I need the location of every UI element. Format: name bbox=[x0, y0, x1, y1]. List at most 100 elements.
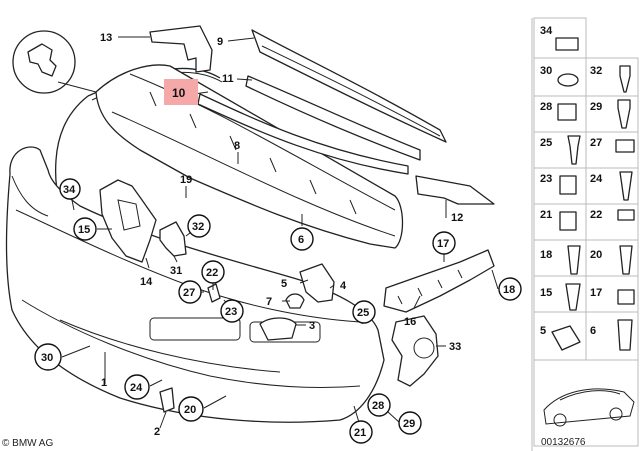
index-6: 6 bbox=[590, 325, 596, 337]
copyright-label: © BMW AG bbox=[2, 438, 53, 449]
callout-29: 29 bbox=[398, 411, 422, 435]
index-6-part bbox=[617, 319, 633, 351]
svg-text:15: 15 bbox=[78, 224, 90, 236]
callout-3: 3 bbox=[309, 320, 315, 332]
callout-32: 32 bbox=[187, 214, 211, 238]
callout-10: 10 bbox=[172, 86, 186, 100]
index-29-part bbox=[617, 99, 631, 129]
index-18: 18 bbox=[540, 249, 552, 261]
svg-text:23: 23 bbox=[225, 306, 237, 318]
callout-13: 13 bbox=[100, 32, 112, 44]
callout-27: 27 bbox=[178, 280, 202, 304]
svg-text:29: 29 bbox=[403, 418, 415, 430]
seal-detail-inset bbox=[12, 30, 97, 94]
callout-28: 28 bbox=[367, 393, 391, 417]
index-27-part bbox=[615, 139, 635, 153]
callout-33: 33 bbox=[449, 341, 461, 353]
svg-text:30: 30 bbox=[41, 352, 53, 364]
svg-text:20: 20 bbox=[184, 404, 196, 416]
clip-13 bbox=[149, 25, 213, 73]
callout-1: 1 bbox=[101, 377, 107, 389]
callout-25: 25 bbox=[352, 300, 376, 324]
carrier-rails bbox=[197, 29, 447, 175]
callout-30: 30 bbox=[34, 343, 62, 371]
callout-23: 23 bbox=[220, 299, 244, 323]
svg-text:17: 17 bbox=[437, 238, 449, 250]
index-28: 28 bbox=[540, 101, 552, 113]
index-22-part bbox=[617, 209, 635, 221]
callout-34: 34 bbox=[59, 178, 81, 200]
svg-text:21: 21 bbox=[354, 427, 366, 439]
index-28-part bbox=[557, 103, 577, 121]
callout-5: 5 bbox=[281, 278, 287, 290]
index-32: 32 bbox=[590, 65, 602, 77]
hardware-index: 34 30 32 28 29 25 27 23 24 21 bbox=[531, 17, 639, 451]
callout-14: 14 bbox=[140, 276, 153, 288]
callout-18: 18 bbox=[498, 277, 522, 301]
index-20-part bbox=[619, 245, 633, 275]
svg-text:25: 25 bbox=[357, 307, 369, 319]
callout-22: 22 bbox=[201, 260, 225, 284]
svg-text:27: 27 bbox=[183, 287, 195, 299]
energy-absorber bbox=[95, 64, 404, 249]
index-18-part bbox=[567, 245, 581, 275]
svg-text:6: 6 bbox=[298, 234, 304, 246]
index-21: 21 bbox=[540, 209, 552, 221]
callout-9: 9 bbox=[217, 36, 223, 48]
callout-19: 19 bbox=[180, 174, 192, 186]
index-24-part bbox=[619, 171, 633, 201]
index-21-part bbox=[559, 211, 577, 231]
callouts: 13 9 11 8 19 12 14 31 5 4 7 3 16 33 1 2 … bbox=[34, 32, 522, 444]
callout-16: 16 bbox=[404, 316, 416, 328]
callout-21: 21 bbox=[349, 420, 373, 444]
svg-text:32: 32 bbox=[192, 221, 204, 233]
vehicle-thumbnail bbox=[533, 359, 639, 447]
small-parts bbox=[159, 283, 305, 413]
callout-4: 4 bbox=[340, 280, 347, 292]
index-5-part bbox=[551, 325, 581, 351]
bracket-4 bbox=[299, 263, 335, 303]
guide-rail-16 bbox=[383, 249, 495, 313]
illustration: 13 9 11 8 19 12 14 31 5 4 7 3 16 33 1 2 … bbox=[5, 25, 522, 444]
index-34: 34 bbox=[540, 25, 553, 37]
svg-text:22: 22 bbox=[206, 267, 218, 279]
index-20: 20 bbox=[590, 249, 602, 261]
index-5: 5 bbox=[540, 325, 546, 337]
callout-2: 2 bbox=[154, 426, 160, 438]
index-34-part bbox=[555, 37, 579, 51]
svg-text:18: 18 bbox=[503, 284, 515, 296]
index-27: 27 bbox=[590, 137, 602, 149]
svg-text:24: 24 bbox=[130, 382, 143, 394]
callout-12: 12 bbox=[451, 212, 463, 224]
index-32-part bbox=[619, 65, 631, 93]
index-15-part bbox=[565, 283, 581, 311]
callout-11: 11 bbox=[222, 73, 234, 85]
callout-24: 24 bbox=[124, 374, 150, 400]
index-23-part bbox=[559, 175, 577, 195]
callout-6: 6 bbox=[290, 227, 314, 251]
index-22: 22 bbox=[590, 209, 602, 221]
callout-20: 20 bbox=[178, 396, 204, 422]
callout-8: 8 bbox=[234, 140, 240, 152]
bracket-31 bbox=[159, 221, 187, 257]
index-25-part bbox=[567, 135, 581, 165]
callout-7: 7 bbox=[266, 296, 272, 308]
index-17: 17 bbox=[590, 287, 602, 299]
index-30-part bbox=[557, 73, 579, 87]
callout-10-highlight bbox=[164, 79, 198, 105]
bracket-14 bbox=[99, 179, 157, 263]
callout-17: 17 bbox=[432, 231, 456, 255]
diagram-id-label: 00132676 bbox=[541, 437, 586, 448]
svg-text:28: 28 bbox=[372, 400, 384, 412]
svg-text:34: 34 bbox=[63, 184, 76, 196]
index-24: 24 bbox=[590, 173, 603, 185]
index-15: 15 bbox=[540, 287, 552, 299]
callout-31: 31 bbox=[170, 265, 182, 277]
bracket-33 bbox=[391, 315, 439, 387]
index-30: 30 bbox=[540, 65, 552, 77]
index-17-part bbox=[617, 289, 635, 305]
index-23: 23 bbox=[540, 173, 552, 185]
bracket-12 bbox=[415, 175, 495, 205]
index-25: 25 bbox=[540, 137, 552, 149]
